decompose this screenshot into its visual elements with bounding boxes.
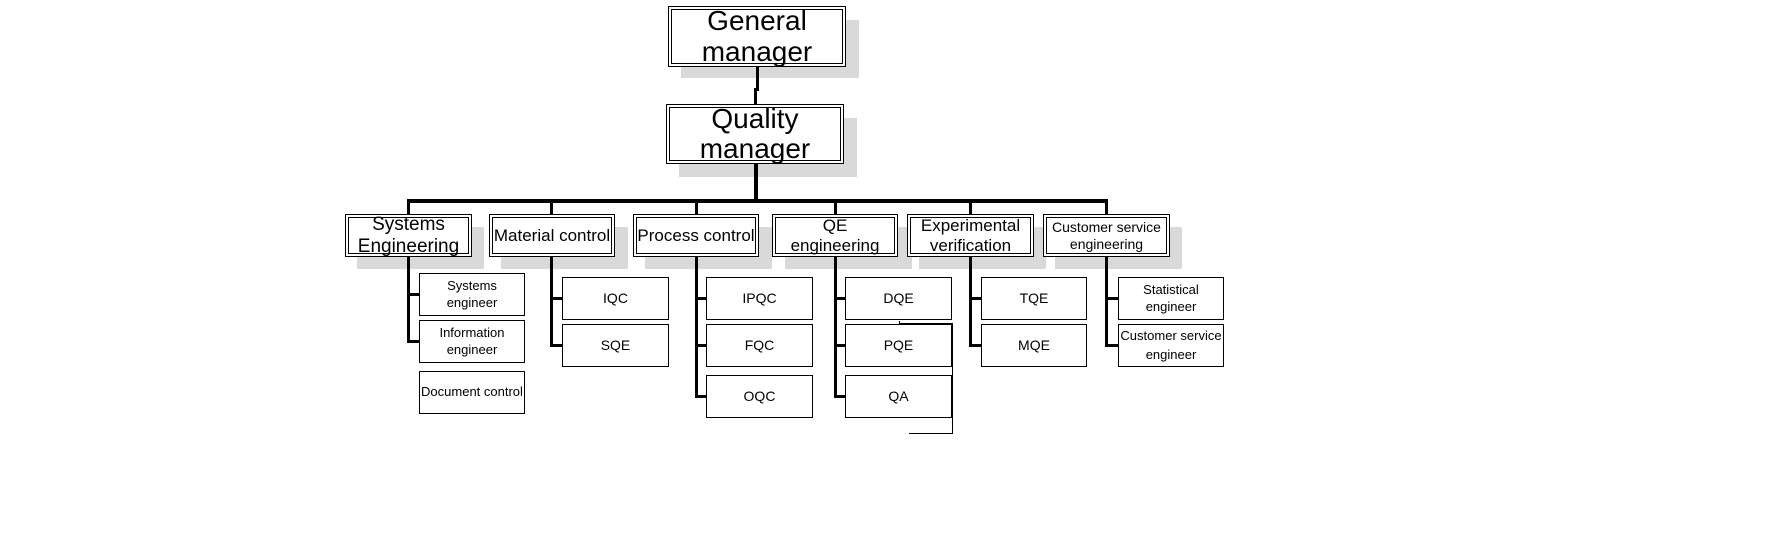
drop-qe [834,199,837,215]
drop-customer [1105,199,1108,215]
process-branch-1 [695,297,707,300]
tqe-label: TQE [1019,289,1049,306]
document-control-label: Document control [421,384,523,400]
material-branch-1 [550,297,563,300]
fqc-box: FQC [706,324,813,367]
qe-branch-2 [834,344,846,347]
iqc-label: IQC [603,289,628,306]
mqe-label: MQE [1018,336,1050,353]
dept-customer-box: Customer service engineering [1043,214,1170,257]
customer-branch-2 [1105,344,1119,347]
tqe-box: TQE [981,277,1087,320]
qm-trunk [754,164,758,201]
dept-qe-box: QE engineering [772,214,898,257]
gm-connector-jog [754,88,759,91]
oqc-label: OQC [743,387,776,404]
drop-systems [407,199,410,215]
information-engineer-box: Information engineer [419,320,525,363]
drop-process [695,199,698,215]
ipqc-box: IPQC [706,277,813,320]
general-manager-label: General manager [701,5,813,67]
bracket-tick [899,321,900,324]
material-spine [550,257,553,347]
process-spine [695,257,698,398]
systems-spine [407,257,410,343]
experimental-branch-1 [969,297,982,300]
ipqc-label: IPQC [742,289,777,306]
drop-experimental [969,199,972,215]
bracket-top [899,323,953,324]
mqe-box: MQE [981,324,1087,367]
gm-connector-upper [756,67,759,89]
sqe-box: SQE [562,324,669,367]
oqc-box: OQC [706,375,813,418]
general-manager-box: General manager [668,6,846,67]
dept-material-box: Material control [489,214,615,257]
statistical-engineer-label: Statistical engineer [1143,282,1199,314]
dept-systems-box: Systems Engineering [345,214,472,257]
dept-experimental-label: Experimental verification [920,216,1021,255]
qe-branch-1 [834,297,846,300]
dept-customer-label: Customer service engineering [1052,219,1161,252]
dept-material-label: Material control [493,225,611,245]
dqe-box: DQE [845,277,952,320]
experimental-spine [969,257,972,347]
systems-branch-2 [407,340,420,343]
customer-service-engineer-label: Customer service engineer [1120,327,1222,362]
dept-systems-label: Systems Engineering [357,214,460,257]
systems-engineer-box: Systems engineer [419,273,525,316]
systems-branch-1 [407,293,420,296]
dept-process-box: Process control [633,214,759,257]
sqe-label: SQE [600,336,631,353]
dept-qe-label: QE engineering [790,216,880,255]
drop-material [550,199,553,215]
quality-manager-label: Quality manager [699,102,811,164]
dqe-label: DQE [883,289,914,306]
customer-spine [1105,257,1108,347]
information-engineer-label: Information engineer [439,325,505,357]
customer-service-engineer-box: Customer service engineer [1118,324,1224,367]
process-branch-3 [695,395,707,398]
dept-experimental-box: Experimental verification [907,214,1034,257]
experimental-branch-2 [969,344,982,347]
qa-label: QA [888,387,909,404]
bracket-bottom [909,433,953,434]
pqe-box: PQE [845,324,952,367]
dept-process-label: Process control [637,225,755,245]
systems-engineer-label: Systems engineer [446,278,498,310]
material-branch-2 [550,344,563,347]
iqc-box: IQC [562,277,669,320]
gm-connector-lower [754,90,757,105]
qa-box: QA [845,375,952,418]
customer-branch-1 [1105,297,1119,300]
qe-spine [834,257,837,398]
qe-branch-3 [834,395,846,398]
statistical-engineer-box: Statistical engineer [1118,277,1224,320]
department-bus [407,199,1108,203]
pqe-label: PQE [883,336,914,353]
process-branch-2 [695,344,707,347]
document-control-box: Document control [419,371,525,414]
quality-manager-box: Quality manager [666,102,844,164]
fqc-label: FQC [744,336,775,353]
bracket-side [952,323,953,434]
